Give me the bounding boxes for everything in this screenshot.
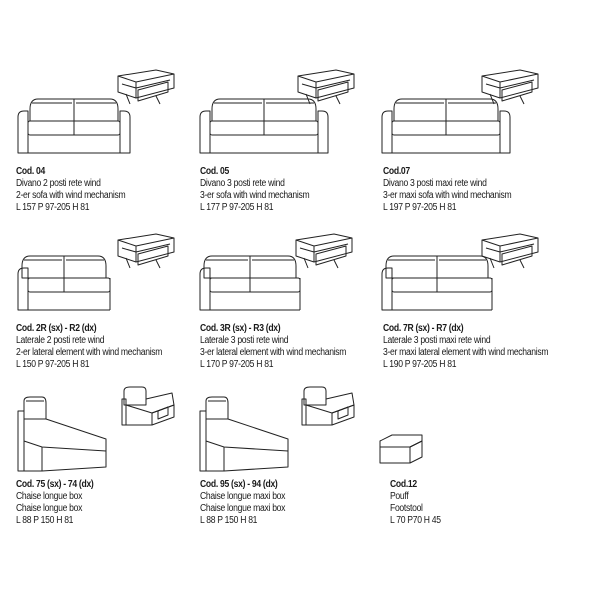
bed-open-drawing — [481, 69, 539, 105]
product-name-it: Divano 3 posti maxi rete wind — [383, 178, 487, 189]
product-name-en: 3-er maxi sofa with wind mechanism — [383, 190, 512, 201]
sofa-3-seat-drawing — [199, 98, 329, 154]
product-dimensions: L 150 P 97-205 H 81 — [16, 359, 90, 370]
sofa-3-seat-maxi-drawing — [381, 98, 511, 154]
product-name-en: Chaise longue box — [16, 503, 83, 514]
product-caption: Cod. 7R (sx) - R7 (dx) Laterale 3 posti … — [383, 323, 549, 371]
product-code: Cod. 04 — [16, 166, 45, 177]
product-name-it: Divano 3 posti rete wind — [200, 178, 285, 189]
chaise-longue-drawing — [17, 396, 107, 472]
product-caption: Cod. 95 (sx) - 94 (dx) Chaise longue max… — [200, 479, 285, 527]
product-caption: Cod.07 Divano 3 posti maxi rete wind 3-e… — [383, 166, 512, 214]
product-name-en: 3-er sofa with wind mechanism — [200, 190, 310, 201]
lateral-2-seat-drawing — [17, 255, 111, 311]
product-code: Cod. 7R (sx) - R7 (dx) — [383, 323, 464, 334]
product-dimensions: L 197 P 97-205 H 81 — [383, 202, 457, 213]
chaise-box-open-drawing — [121, 386, 175, 426]
pouff-drawing — [379, 434, 423, 464]
product-name-it: Pouff — [390, 491, 409, 502]
bed-open-drawing — [117, 69, 175, 105]
product-dimensions: L 88 P 150 H 81 — [200, 515, 258, 526]
product-name-it: Laterale 2 posti rete wind — [16, 335, 105, 346]
product-caption: Cod. 2R (sx) - R2 (dx) Laterale 2 posti … — [16, 323, 162, 371]
product-name-en: 2-er sofa with wind mechanism — [16, 190, 126, 201]
product-dimensions: L 170 P 97-205 H 81 — [200, 359, 274, 370]
product-name-it: Chaise longue box — [16, 491, 83, 502]
product-caption: Cod. 3R (sx) - R3 (dx) Laterale 3 posti … — [200, 323, 346, 371]
product-caption: Cod. 75 (sx) - 74 (dx) Chaise longue box… — [16, 479, 94, 527]
product-dimensions: L 88 P 150 H 81 — [16, 515, 74, 526]
product-code: Cod. 75 (sx) - 74 (dx) — [16, 479, 94, 490]
product-caption: Cod. 05 Divano 3 posti rete wind 3-er so… — [200, 166, 310, 214]
product-code: Cod.07 — [383, 166, 410, 177]
product-name-en: Footstool — [390, 503, 423, 514]
product-name-en: 3-er lateral element with wind mechanism — [200, 347, 347, 358]
sofa-2-seat-drawing — [17, 98, 131, 154]
product-dimensions: L 70 P70 H 45 — [390, 515, 441, 526]
bed-open-drawing — [295, 233, 353, 269]
product-name-it: Laterale 3 posti maxi rete wind — [383, 335, 491, 346]
bed-open-drawing — [117, 233, 175, 269]
product-name-it: Laterale 3 posti rete wind — [200, 335, 289, 346]
product-name-en: 3-er maxi lateral element with wind mech… — [383, 347, 549, 358]
product-name-en: 2-er lateral element with wind mechanism — [16, 347, 163, 358]
product-code: Cod.12 — [390, 479, 417, 490]
product-code: Cod. 2R (sx) - R2 (dx) — [16, 323, 97, 334]
product-name-it: Divano 2 posti rete wind — [16, 178, 101, 189]
lateral-3-seat-maxi-drawing — [381, 255, 493, 311]
product-code: Cod. 95 (sx) - 94 (dx) — [200, 479, 278, 490]
product-dimensions: L 157 P 97-205 H 81 — [16, 202, 90, 213]
product-caption: Cod.12 Pouff Footstool L 70 P70 H 45 — [390, 479, 441, 527]
chaise-longue-maxi-drawing — [199, 396, 289, 472]
product-caption: Cod. 04 Divano 2 posti rete wind 2-er so… — [16, 166, 126, 214]
product-code: Cod. 05 — [200, 166, 229, 177]
product-dimensions: L 177 P 97-205 H 81 — [200, 202, 274, 213]
product-name-en: Chaise longue maxi box — [200, 503, 286, 514]
lateral-3-seat-drawing — [199, 255, 301, 311]
product-dimensions: L 190 P 97-205 H 81 — [383, 359, 457, 370]
product-name-it: Chaise longue maxi box — [200, 491, 286, 502]
bed-open-drawing — [297, 69, 355, 105]
product-code: Cod. 3R (sx) - R3 (dx) — [200, 323, 281, 334]
bed-open-drawing — [481, 233, 539, 269]
chaise-box-open-drawing — [301, 386, 355, 426]
